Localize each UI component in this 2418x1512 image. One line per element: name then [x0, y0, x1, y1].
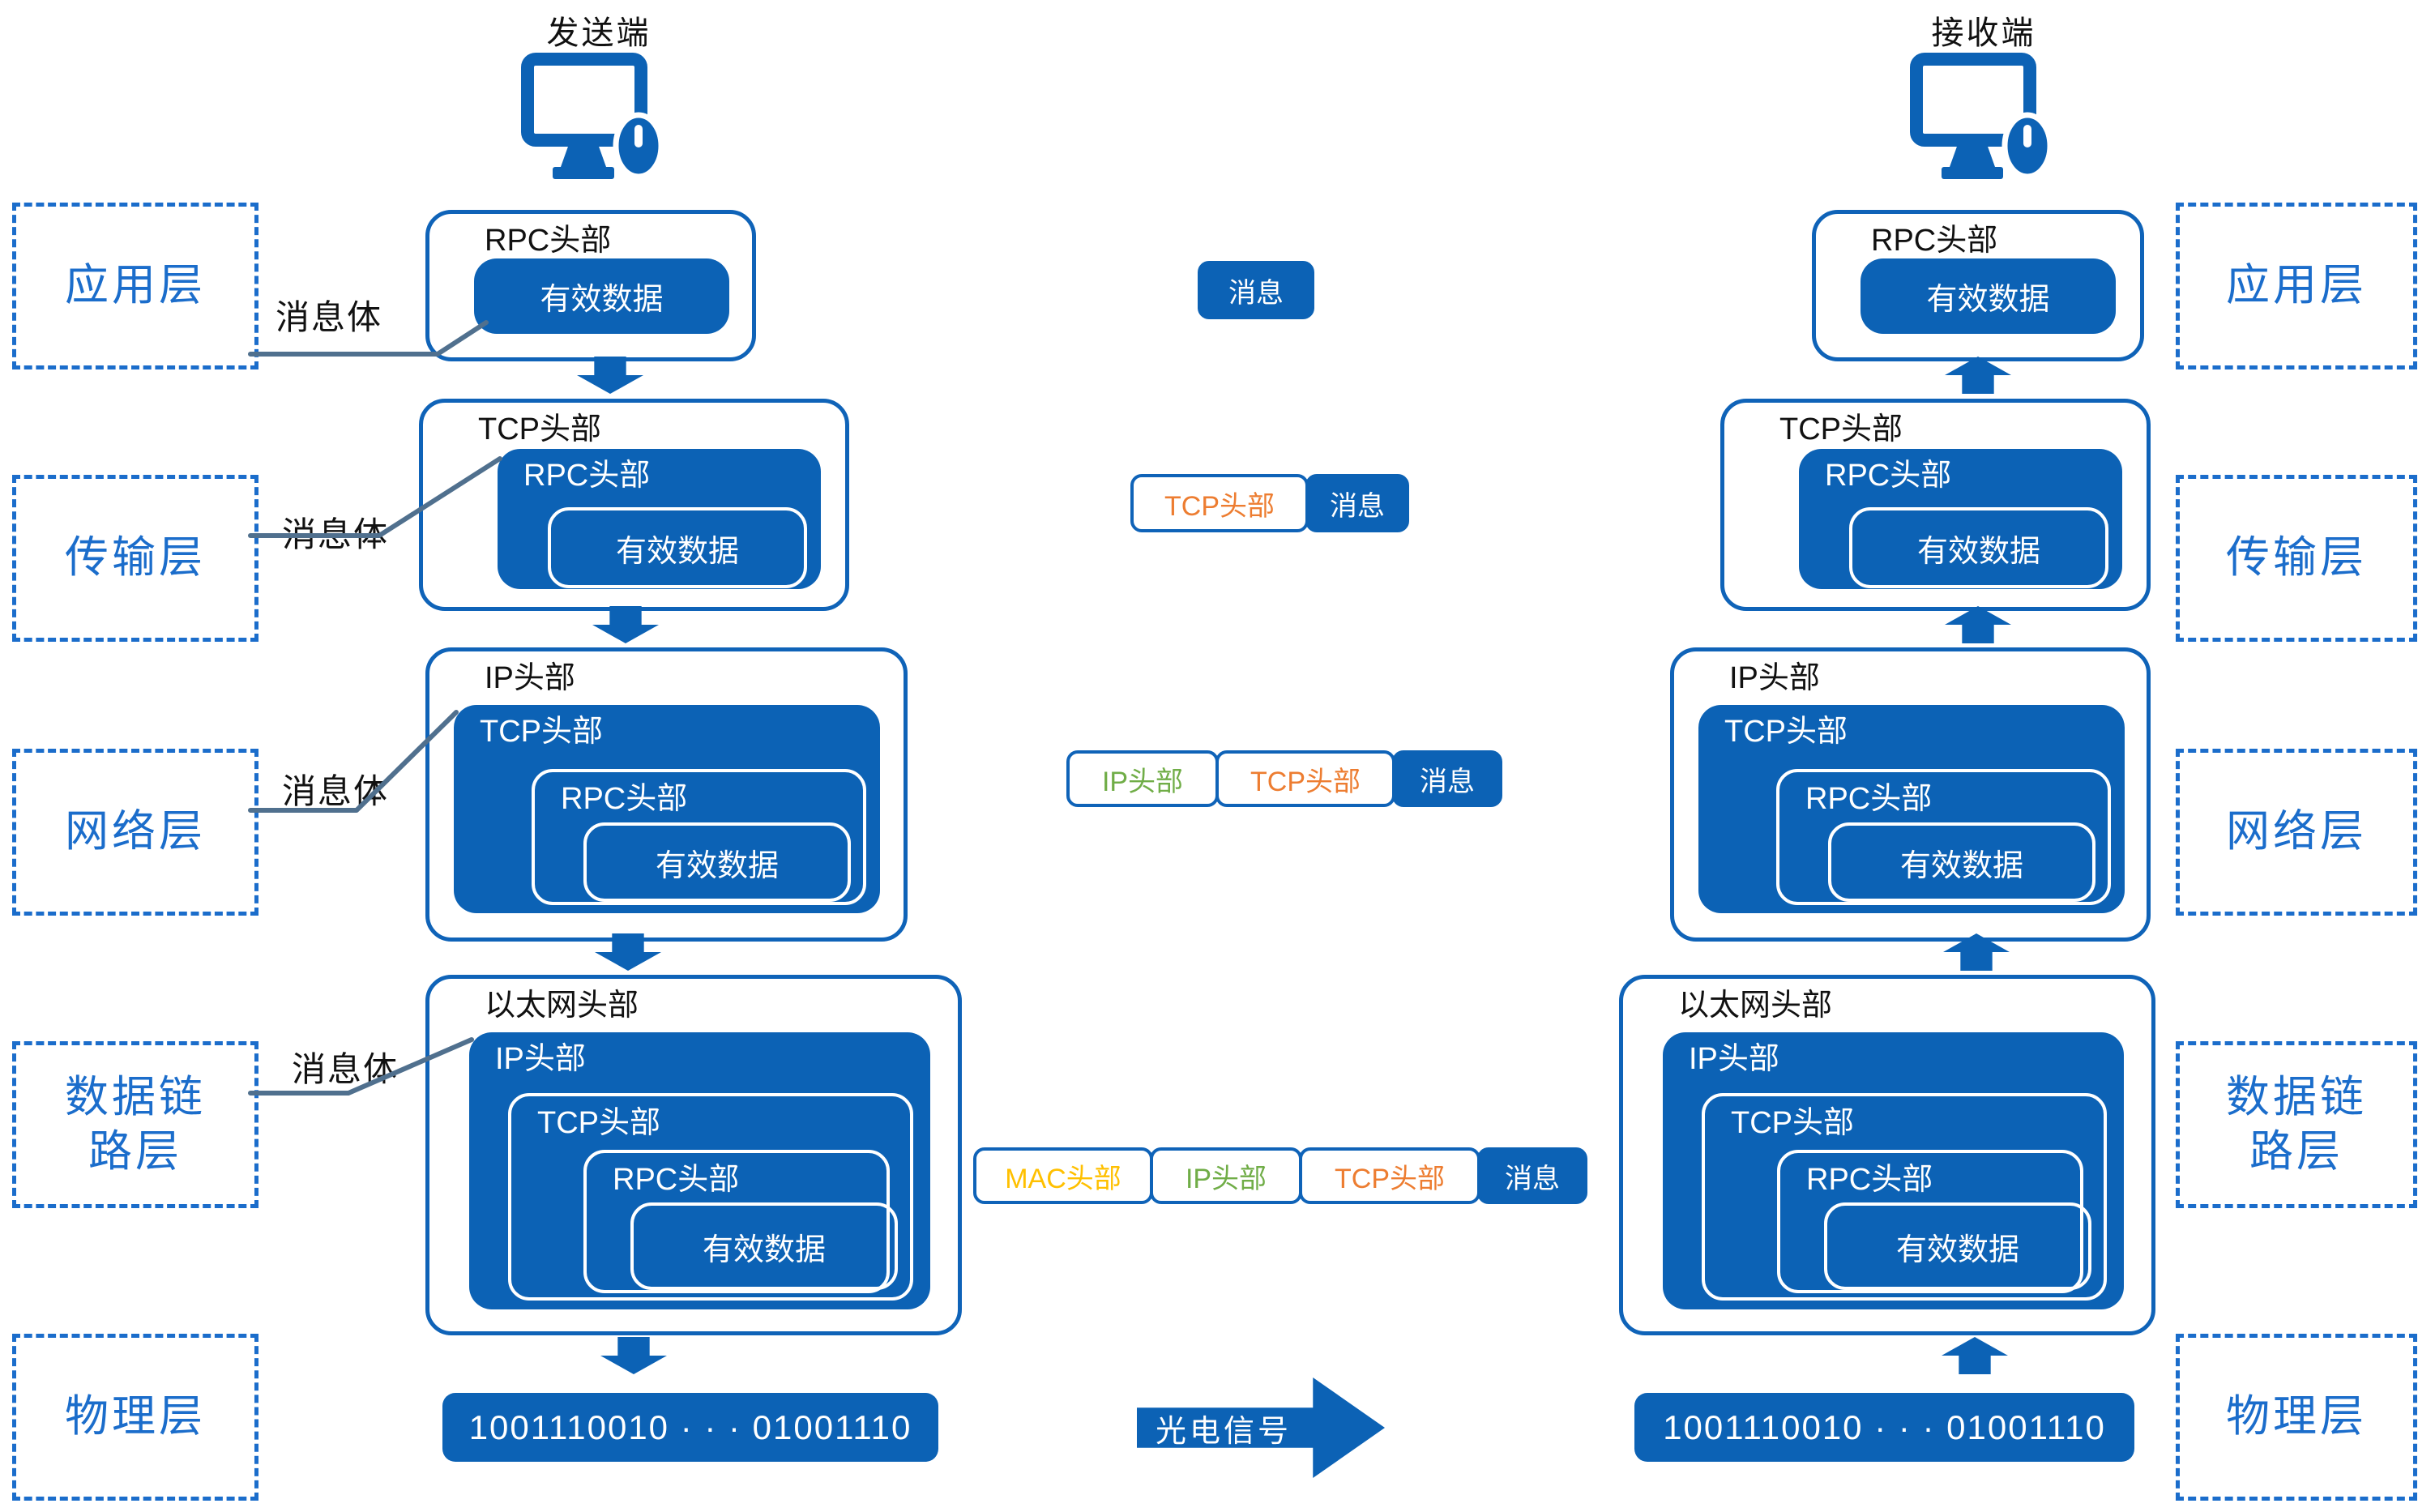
receiver-eth-tcp-label: TCP头部 — [1731, 1106, 1855, 1140]
receiver-eth-tcp-box: TCP头部 — [1702, 1093, 2107, 1301]
receiver-eth-payload-box: 有效数据 — [1824, 1202, 2091, 1290]
sender-app-payload-box: 有效数据 — [474, 258, 729, 334]
receiver-eth-rpc-label: RPC头部 — [1806, 1163, 1933, 1197]
layer-application-right: 应用层 — [2176, 203, 2417, 369]
layer-network-left: 网络层 — [12, 749, 258, 916]
receiver-computer-icon — [1909, 52, 2055, 186]
packet-tcp-header-transport: TCP头部 — [1130, 474, 1309, 532]
sender-ip-tcp-label: TCP头部 — [480, 715, 604, 749]
sender-tcp-payload-box: 有效数据 — [548, 507, 807, 588]
sender-ip-tcp-box: TCP头部 — [454, 705, 880, 913]
receiver-binary-box: 1001110010 · · · 01001110 — [1634, 1393, 2134, 1462]
receiver-ip-rpc-label: RPC头部 — [1805, 782, 1933, 816]
sender-tcp-label: TCP头部 — [478, 412, 602, 446]
sender-eth-payload-box: 有效数据 — [630, 1202, 898, 1290]
packet-ip-header-network: IP头部 — [1066, 750, 1219, 807]
message-body-label-app: 消息体 — [276, 298, 383, 336]
up-arrow-icon — [1945, 606, 2011, 643]
packet-tcp-header-network: TCP头部 — [1215, 750, 1395, 807]
sender-ip-label: IP头部 — [485, 661, 575, 695]
receiver-ip-rpc-box: RPC头部 — [1776, 769, 2111, 905]
packet-message-network: 消息 — [1392, 750, 1502, 807]
signal-arrow: 光电信号 — [1137, 1377, 1385, 1478]
sender-eth-tcp-label: TCP头部 — [537, 1106, 661, 1140]
layer-transport-left: 传输层 — [12, 475, 258, 642]
layer-application-left: 应用层 — [12, 203, 258, 369]
sender-computer-icon — [520, 52, 666, 186]
layer-transport-right: 传输层 — [2176, 475, 2417, 642]
message-body-label-transport: 消息体 — [282, 515, 390, 553]
down-arrow-icon — [577, 357, 643, 394]
message-body-label-network: 消息体 — [282, 772, 390, 810]
receiver-ip-payload-box: 有效数据 — [1828, 822, 2095, 902]
sender-binary-box: 1001110010 · · · 01001110 — [442, 1393, 938, 1462]
receiver-tcp-rpc-label: RPC头部 — [1825, 459, 1952, 493]
sender-tcp-rpc-label: RPC头部 — [523, 459, 651, 493]
layer-physical-left: 物理层 — [12, 1334, 258, 1501]
down-arrow-icon — [592, 606, 659, 643]
receiver-tcp-label: TCP头部 — [1779, 412, 1903, 446]
packet-mac-header-datalink: MAC头部 — [973, 1147, 1153, 1204]
layer-network-right: 网络层 — [2176, 749, 2417, 916]
receiver-tcp-payload-box: 有效数据 — [1849, 507, 2108, 588]
sender-ip-rpc-box: RPC头部 — [532, 769, 866, 905]
sender-eth-ip-box: IP头部 — [469, 1032, 930, 1309]
packet-message-app: 消息 — [1198, 261, 1314, 319]
receiver-eth-ip-box: IP头部 — [1663, 1032, 2124, 1309]
sender-title: 发送端 — [546, 15, 651, 51]
sender-eth-label: 以太网头部 — [485, 989, 639, 1023]
sender-app-rpc-label: RPC头部 — [485, 224, 612, 258]
packet-ip-header-datalink: IP头部 — [1150, 1147, 1302, 1204]
receiver-app-payload-box: 有效数据 — [1860, 258, 2116, 334]
receiver-eth-label: 以太网头部 — [1678, 989, 1833, 1023]
layer-datalink-right: 数据链 路层 — [2176, 1041, 2417, 1208]
receiver-ip-label: IP头部 — [1729, 661, 1820, 695]
packet-message-transport: 消息 — [1305, 474, 1409, 532]
sender-eth-tcp-box: TCP头部 — [508, 1093, 913, 1301]
message-body-label-datalink: 消息体 — [292, 1050, 399, 1088]
sender-ip-rpc-label: RPC头部 — [561, 782, 688, 816]
up-arrow-icon — [1942, 1337, 2008, 1374]
packet-message-datalink: 消息 — [1477, 1147, 1587, 1204]
layer-physical-right: 物理层 — [2176, 1334, 2417, 1501]
packet-tcp-header-datalink: TCP头部 — [1299, 1147, 1480, 1204]
sender-eth-rpc-label: RPC头部 — [613, 1163, 740, 1197]
receiver-app-rpc-label: RPC头部 — [1871, 224, 1998, 258]
receiver-title: 接收端 — [1931, 15, 2036, 51]
up-arrow-icon — [1945, 357, 2011, 394]
sender-ip-payload-box: 有效数据 — [583, 822, 851, 902]
down-arrow-icon — [600, 1337, 667, 1374]
receiver-ip-tcp-box: TCP头部 — [1698, 705, 2125, 913]
receiver-eth-ip-label: IP头部 — [1689, 1042, 1779, 1076]
receiver-ip-tcp-label: TCP头部 — [1724, 715, 1848, 749]
layer-datalink-left: 数据链 路层 — [12, 1041, 258, 1208]
sender-eth-ip-label: IP头部 — [495, 1042, 586, 1076]
